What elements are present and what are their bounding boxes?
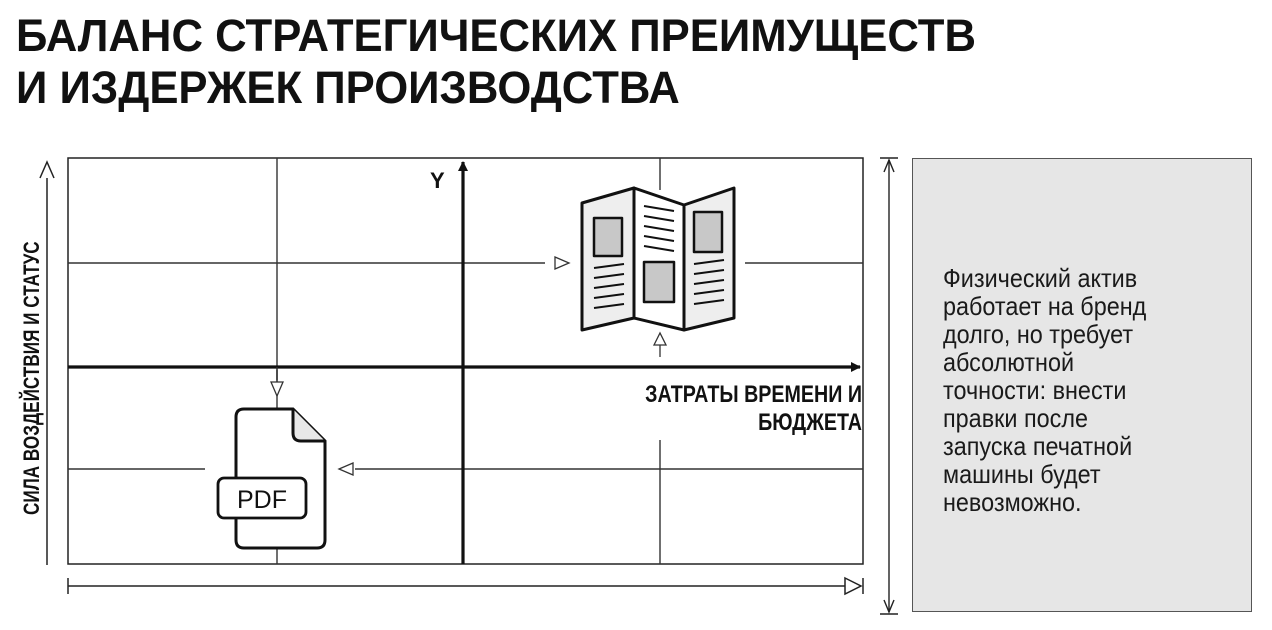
note-line: работает на бренд — [943, 291, 1147, 321]
connector-arrow-up-to-brochure — [652, 331, 668, 357]
x-axis-label-line-1: ЗАТРАТЫ ВРЕМЕНИ И — [645, 380, 862, 407]
bottom-horizontal-arrow — [67, 576, 864, 596]
pdf-file-icon: PDF — [216, 407, 327, 550]
note-line: Физический актив — [943, 263, 1138, 293]
trifold-brochure-icon — [580, 186, 736, 332]
note-line: абсолютной — [943, 347, 1075, 377]
side-arrow-left — [39, 160, 55, 565]
note-panel: Физический актив работает на бренд долго… — [912, 158, 1252, 612]
grid-lines — [68, 158, 863, 564]
note-line: запуска печатной — [943, 431, 1133, 461]
y-axis-label: Y — [430, 168, 445, 193]
connector-arrow-to-pdf — [337, 462, 354, 476]
pdf-label: PDF — [237, 486, 287, 514]
note-line: правки после — [943, 403, 1088, 433]
right-dimension-arrow — [880, 157, 898, 615]
note-line: невозможно. — [943, 487, 1082, 517]
note-line: точности: внести — [943, 375, 1127, 405]
note-line: машины будет — [943, 459, 1101, 489]
page-title: БАЛАНС СТРАТЕГИЧЕСКИХ ПРЕИМУЩЕСТВ И ИЗДЕ… — [16, 10, 1219, 114]
grid-frame — [67, 157, 864, 565]
note-line: долго, но требует — [943, 319, 1134, 349]
connector-arrow-to-brochure — [554, 256, 571, 270]
note-text: Физический актив работает на бренд долго… — [943, 264, 1204, 516]
title-line-2: И ИЗДЕРЖЕК ПРОИЗВОДСТВА — [16, 62, 680, 113]
side-label: СИЛА ВОЗДЕЙСТВИЯ И СТАТУС — [18, 241, 45, 515]
title-line-1: БАЛАНС СТРАТЕГИЧЕСКИХ ПРЕИМУЩЕСТВ — [16, 10, 976, 61]
x-axis-label-line-2: БЮДЖЕТА — [758, 408, 862, 435]
connector-arrow-down-to-pdf — [270, 367, 284, 398]
pdf-label-box — [216, 476, 308, 520]
